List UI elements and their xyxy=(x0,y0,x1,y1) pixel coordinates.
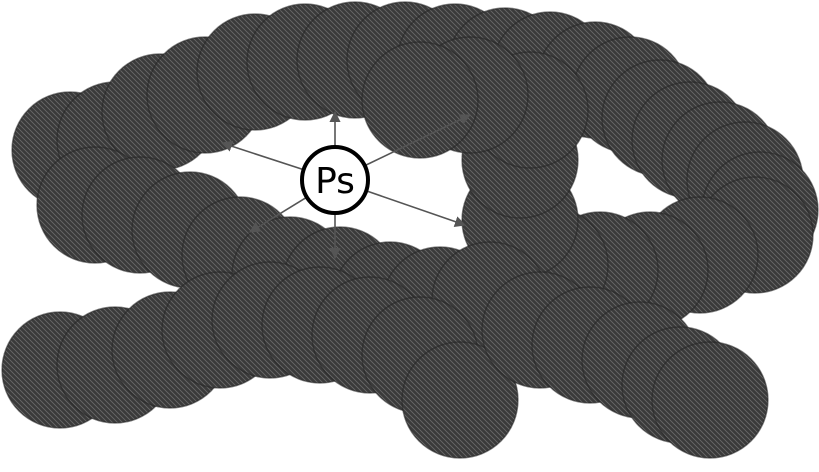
disc xyxy=(362,42,478,158)
center-point: Ps xyxy=(302,147,368,213)
center-point-label: Ps xyxy=(315,161,355,202)
ray-arrow xyxy=(222,143,303,169)
disc xyxy=(652,342,768,458)
disc-cluster xyxy=(2,2,818,458)
ray-arrow xyxy=(367,191,465,225)
